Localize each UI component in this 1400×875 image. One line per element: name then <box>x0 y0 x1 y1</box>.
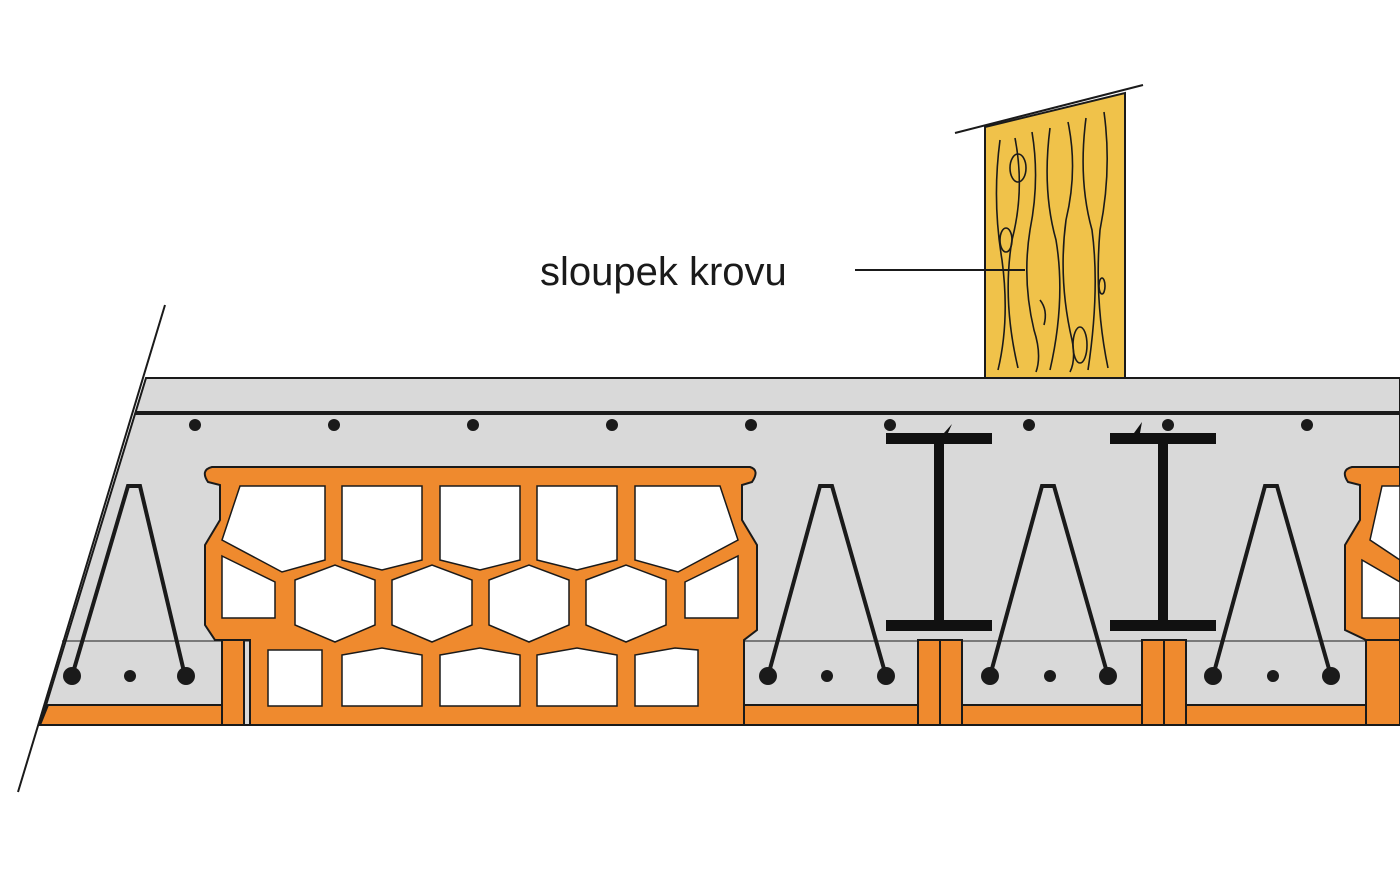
beam-shell-walls <box>221 639 1400 726</box>
truss-4 <box>1211 484 1333 677</box>
ceramic-base-strip <box>38 704 1400 726</box>
truss-1 <box>70 484 187 677</box>
steel-i-beam-icon <box>1110 422 1216 631</box>
bottom-rebar-dots <box>63 667 1340 685</box>
ceramic-ceiling-block-partial <box>1343 466 1400 641</box>
truss-2 <box>766 484 888 677</box>
steel-i-beam-icon <box>886 424 992 631</box>
truss-3 <box>988 484 1110 677</box>
top-rebar-dots <box>189 419 1313 431</box>
timber-post-icon <box>954 84 1144 379</box>
ceramic-ceiling-block <box>203 466 758 726</box>
post-label: sloupek krovu <box>540 250 787 294</box>
reinforcement-trusses <box>70 484 1333 677</box>
section-cut-line <box>17 304 166 793</box>
